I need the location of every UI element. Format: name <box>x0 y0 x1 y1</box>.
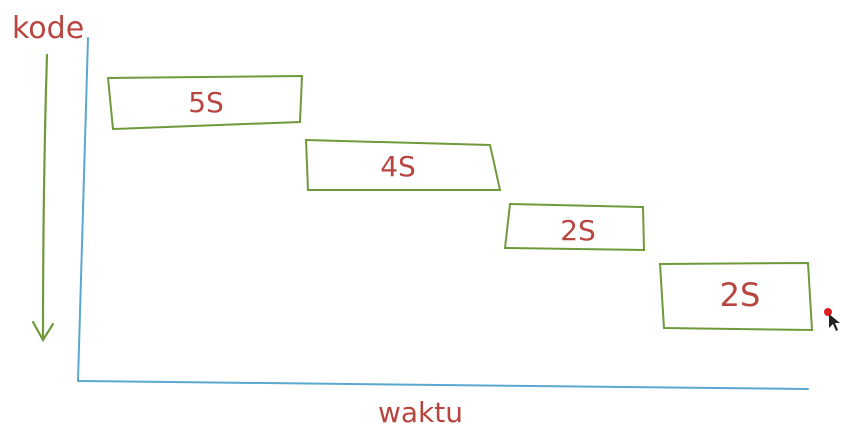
block-1-label: 5S <box>188 86 224 119</box>
y-axis-line <box>77 37 89 382</box>
block-4: 2S <box>658 261 814 332</box>
block-3-label: 2S <box>560 214 596 247</box>
block-1: 5S <box>106 74 304 131</box>
mouse-cursor-icon <box>824 308 840 331</box>
downward-arrow <box>31 53 55 343</box>
block-2-label: 4S <box>380 150 416 183</box>
block-2: 4S <box>304 138 502 191</box>
block-3: 2S <box>503 202 646 252</box>
x-axis-label: waktu <box>378 396 463 429</box>
x-axis-line <box>77 380 809 390</box>
block-4-label: 2S <box>720 276 761 314</box>
y-axis-label: kode <box>12 11 84 46</box>
